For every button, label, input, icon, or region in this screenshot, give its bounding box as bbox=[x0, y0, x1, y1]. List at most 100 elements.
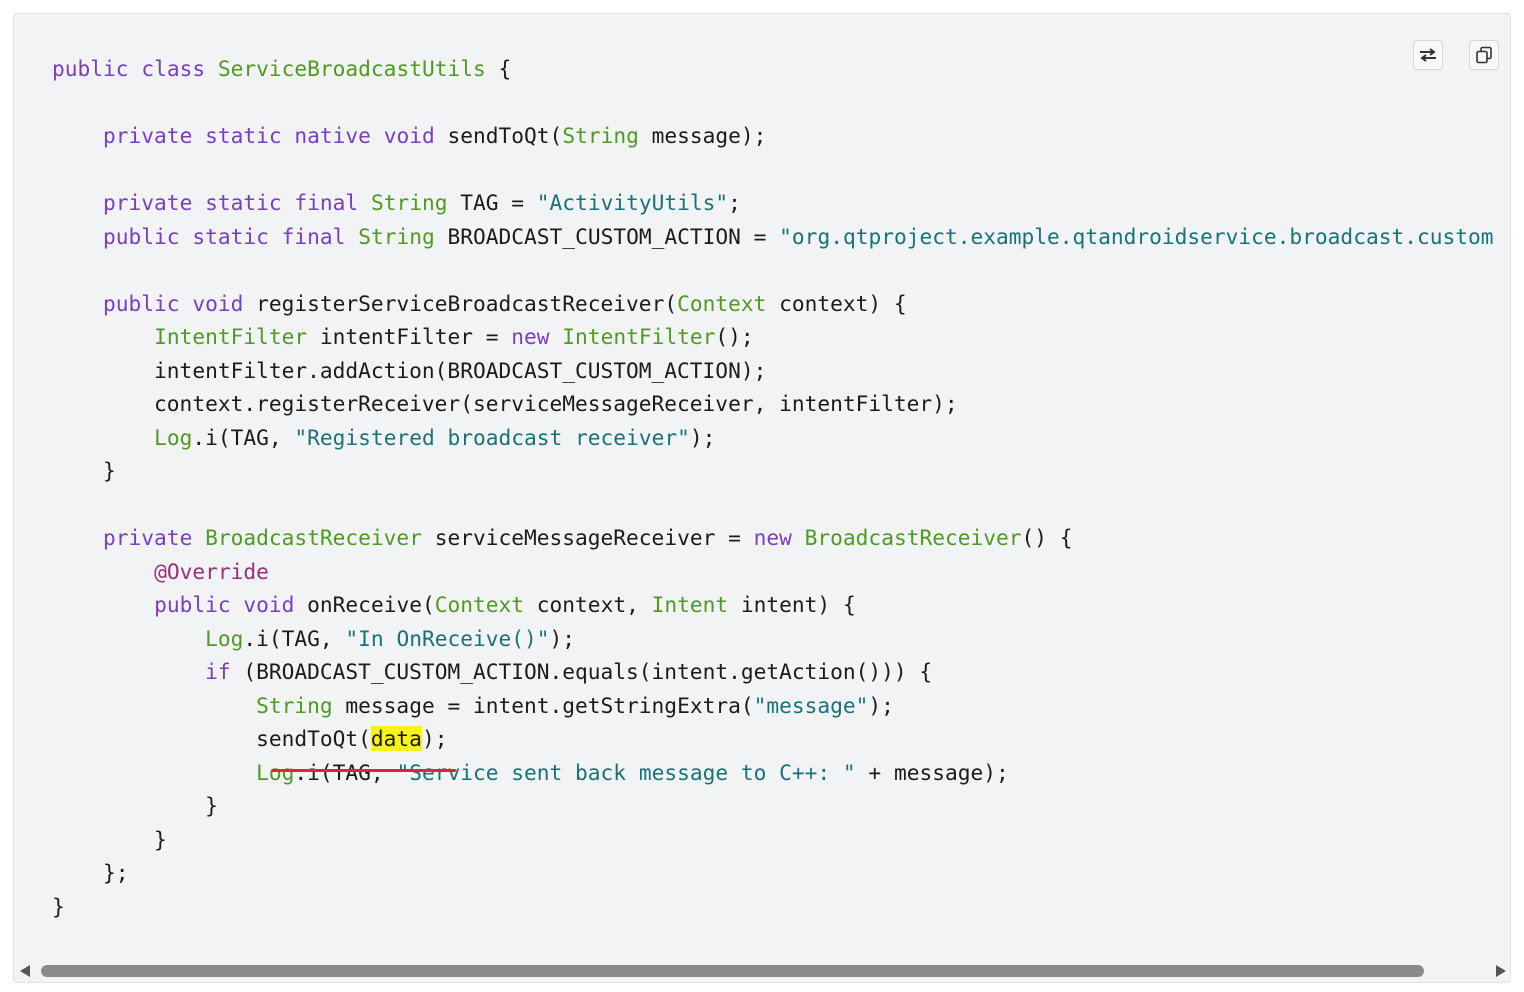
code-token: BroadcastReceiver bbox=[205, 525, 422, 550]
code-token: String bbox=[358, 223, 435, 249]
code-line bbox=[52, 153, 1494, 187]
code-token: context.registerReceiver(serviceMessageR… bbox=[52, 391, 958, 416]
code-token: public bbox=[52, 56, 129, 81]
code-token bbox=[231, 592, 244, 617]
code-token: intentFilter = bbox=[307, 324, 512, 349]
code-line: public static final String BROADCAST_CUS… bbox=[52, 220, 1494, 254]
code-token: Log bbox=[154, 424, 193, 450]
code-token: (); bbox=[715, 324, 754, 349]
code-line: Log.i(TAG, "Service sent back message to… bbox=[52, 756, 1494, 790]
code-line: public void onReceive(Context context, I… bbox=[52, 588, 1494, 622]
code-token bbox=[52, 224, 103, 249]
code-token: ); bbox=[549, 625, 576, 651]
code-line: private static native void sendToQt(Stri… bbox=[52, 119, 1494, 153]
code-token bbox=[358, 190, 371, 215]
horizontal-scrollbar[interactable] bbox=[14, 960, 1510, 982]
code-block: public class ServiceBroadcastUtils { pri… bbox=[13, 13, 1511, 983]
code-token: () { bbox=[1021, 525, 1073, 550]
code-token bbox=[52, 559, 154, 584]
code-token: Context bbox=[434, 592, 525, 617]
highlighted-token: data bbox=[370, 726, 422, 751]
code-token: TAG = bbox=[447, 190, 537, 215]
code-token bbox=[52, 123, 103, 148]
code-token bbox=[52, 425, 154, 450]
code-token: BROADCAST_CUSTOM_ACTION = bbox=[434, 223, 780, 249]
code-token: "message" bbox=[753, 692, 869, 718]
code-token: static bbox=[205, 123, 282, 148]
wrap-toggle-icon bbox=[1419, 48, 1437, 62]
code-line: context.registerReceiver(serviceMessageR… bbox=[52, 387, 1494, 421]
code-token bbox=[180, 291, 193, 316]
code-line: }; bbox=[52, 856, 1494, 890]
code-token bbox=[52, 760, 256, 785]
code-line: @Override bbox=[52, 555, 1494, 589]
code-token: public bbox=[103, 223, 180, 249]
code-token bbox=[371, 123, 384, 148]
code-token: new bbox=[511, 324, 550, 349]
code-line bbox=[52, 253, 1494, 287]
code-token: final bbox=[281, 223, 346, 249]
code-line: public void registerServiceBroadcastRece… bbox=[52, 287, 1494, 321]
code-token: registerServiceBroadcastReceiver( bbox=[243, 290, 678, 316]
code-viewport[interactable]: public class ServiceBroadcastUtils { pri… bbox=[14, 14, 1510, 962]
code-line bbox=[52, 86, 1494, 120]
code-line: } bbox=[52, 789, 1494, 823]
code-token: void bbox=[243, 592, 295, 617]
code-line: sendToQt(data); bbox=[52, 722, 1494, 756]
code-token: void bbox=[383, 123, 435, 148]
code-token: @Override bbox=[154, 558, 269, 584]
scroll-right-arrow-icon[interactable] bbox=[1496, 965, 1506, 977]
code-line: Log.i(TAG, "Registered broadcast receive… bbox=[52, 421, 1494, 455]
code-token: native bbox=[294, 123, 371, 148]
error-underline bbox=[271, 769, 456, 772]
wrap-toggle-button[interactable] bbox=[1413, 40, 1443, 70]
code-token: serviceMessageReceiver = bbox=[421, 525, 754, 550]
code-line: IntentFilter intentFilter = new IntentFi… bbox=[52, 320, 1494, 354]
scroll-left-arrow-icon[interactable] bbox=[20, 965, 30, 977]
code-line: String message = intent.getStringExtra("… bbox=[52, 689, 1494, 723]
code-token: "org.qtproject.example.qtandroidservice.… bbox=[779, 223, 1494, 249]
code-token: ); bbox=[421, 726, 448, 751]
code-token: new bbox=[753, 525, 792, 550]
code-token: context) { bbox=[766, 290, 907, 316]
code-token: context, bbox=[524, 592, 652, 617]
code-token: + message); bbox=[855, 759, 1009, 785]
code-line bbox=[52, 488, 1494, 522]
code-token bbox=[792, 525, 805, 550]
code-token bbox=[269, 224, 282, 249]
code-token: "Registered broadcast receiver" bbox=[294, 424, 690, 450]
code-token: BroadcastReceiver bbox=[804, 525, 1022, 550]
code-token: if bbox=[205, 659, 231, 684]
copy-button[interactable] bbox=[1469, 40, 1499, 70]
code-token: }; bbox=[52, 860, 129, 885]
code-token: IntentFilter bbox=[562, 324, 716, 349]
code-token: } bbox=[52, 826, 167, 852]
code-token bbox=[52, 693, 256, 718]
code-token: .i(TAG, bbox=[294, 759, 397, 785]
code-token bbox=[192, 123, 205, 148]
code-token: String bbox=[370, 190, 448, 215]
code-token bbox=[192, 190, 205, 215]
code-token bbox=[192, 525, 205, 550]
code-token: String bbox=[562, 123, 639, 148]
code-token: onReceive( bbox=[294, 592, 435, 617]
code-token bbox=[282, 190, 295, 215]
code-token bbox=[205, 56, 218, 81]
code-token: Intent bbox=[651, 592, 729, 617]
code-token: { bbox=[485, 56, 512, 81]
code-token bbox=[129, 56, 142, 81]
code-token: message); bbox=[638, 123, 767, 148]
code-line: } bbox=[52, 890, 1494, 924]
code-token: .i(TAG, bbox=[243, 625, 346, 651]
code-token: ; bbox=[728, 190, 741, 215]
scrollbar-thumb[interactable] bbox=[41, 965, 1424, 977]
copy-icon bbox=[1475, 46, 1493, 64]
code-line: private BroadcastReceiver serviceMessage… bbox=[52, 521, 1494, 555]
code-token: Log bbox=[256, 759, 295, 785]
code-token bbox=[550, 324, 563, 349]
code-token bbox=[52, 626, 205, 651]
code-token: sendToQt( bbox=[52, 726, 371, 751]
code-token: Context bbox=[677, 290, 767, 316]
code-line: } bbox=[52, 823, 1494, 857]
code-token bbox=[282, 123, 295, 148]
